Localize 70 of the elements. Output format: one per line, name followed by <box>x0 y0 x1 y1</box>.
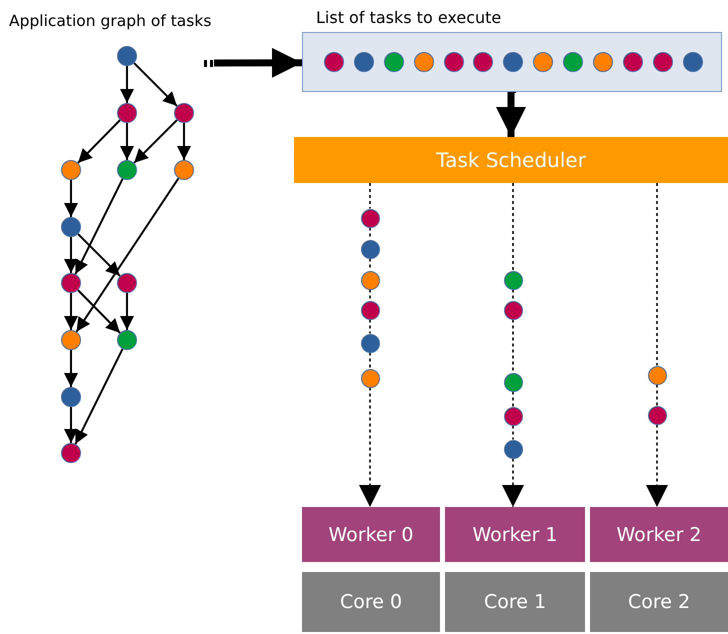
arrow <box>214 48 302 78</box>
task-circle <box>504 300 522 320</box>
task-circle <box>504 372 522 392</box>
task-circle <box>360 240 380 258</box>
task-circle <box>444 52 464 72</box>
task-circle <box>174 160 194 180</box>
task-circle <box>360 334 380 352</box>
arrow <box>64 293 78 330</box>
task-circle <box>61 443 81 463</box>
arrow <box>64 237 78 273</box>
arrow <box>133 62 178 107</box>
arrow <box>74 348 124 444</box>
task-circle <box>117 46 137 66</box>
task-circle <box>563 52 584 72</box>
arrow <box>646 424 668 507</box>
task-circle <box>648 406 666 424</box>
task-circle <box>324 52 344 72</box>
task-circle <box>652 52 673 72</box>
task-circle <box>117 160 137 180</box>
worker-box: Worker 2 <box>590 507 728 562</box>
task-circle <box>414 52 434 72</box>
arrow <box>77 119 121 164</box>
panel-heading: List of tasks to execute <box>316 8 502 27</box>
task-circle <box>117 273 137 293</box>
core-box: Core 0 <box>302 572 440 632</box>
arrow <box>64 407 78 443</box>
core-box: Core 1 <box>445 572 585 632</box>
arrow <box>120 123 134 160</box>
arrow <box>496 92 526 137</box>
task-circle <box>622 52 643 72</box>
worker-box: Worker 0 <box>302 507 440 562</box>
task-circle <box>117 103 137 123</box>
task-circle <box>504 440 522 458</box>
arrow <box>64 350 78 387</box>
arrow <box>76 178 180 332</box>
task-circle <box>503 52 524 72</box>
task-circle <box>533 52 554 72</box>
arrow <box>77 233 121 277</box>
task-circle <box>360 300 380 320</box>
task-circle <box>504 406 522 426</box>
arrow <box>359 388 381 507</box>
worker-box: Worker 1 <box>445 507 585 562</box>
graph-title: Application graph of tasks <box>9 12 212 30</box>
task-circle <box>473 52 494 72</box>
task-circle <box>384 52 404 72</box>
arrow <box>120 66 134 103</box>
arrow <box>64 180 78 217</box>
arrow <box>77 289 121 334</box>
arrow <box>177 123 191 160</box>
task-circle <box>593 52 614 72</box>
task-circle <box>61 387 81 407</box>
task-circle <box>360 208 380 228</box>
arrow <box>74 178 124 274</box>
arrow <box>502 458 524 507</box>
task-circle <box>61 330 81 350</box>
arrow <box>133 119 178 164</box>
task-circle <box>61 160 81 180</box>
task-circle <box>360 368 380 388</box>
core-box: Core 2 <box>590 572 728 632</box>
task-circle <box>61 217 81 237</box>
task-circle <box>354 52 374 72</box>
task-circle <box>174 103 194 123</box>
arrow <box>120 293 134 330</box>
scheduler-bar: Task Scheduler <box>294 137 728 183</box>
task-circle <box>648 366 666 384</box>
task-circle <box>117 330 137 350</box>
task-circle <box>360 270 380 290</box>
task-circle <box>61 273 81 293</box>
task-circle <box>682 52 703 72</box>
task-circle <box>504 270 522 290</box>
